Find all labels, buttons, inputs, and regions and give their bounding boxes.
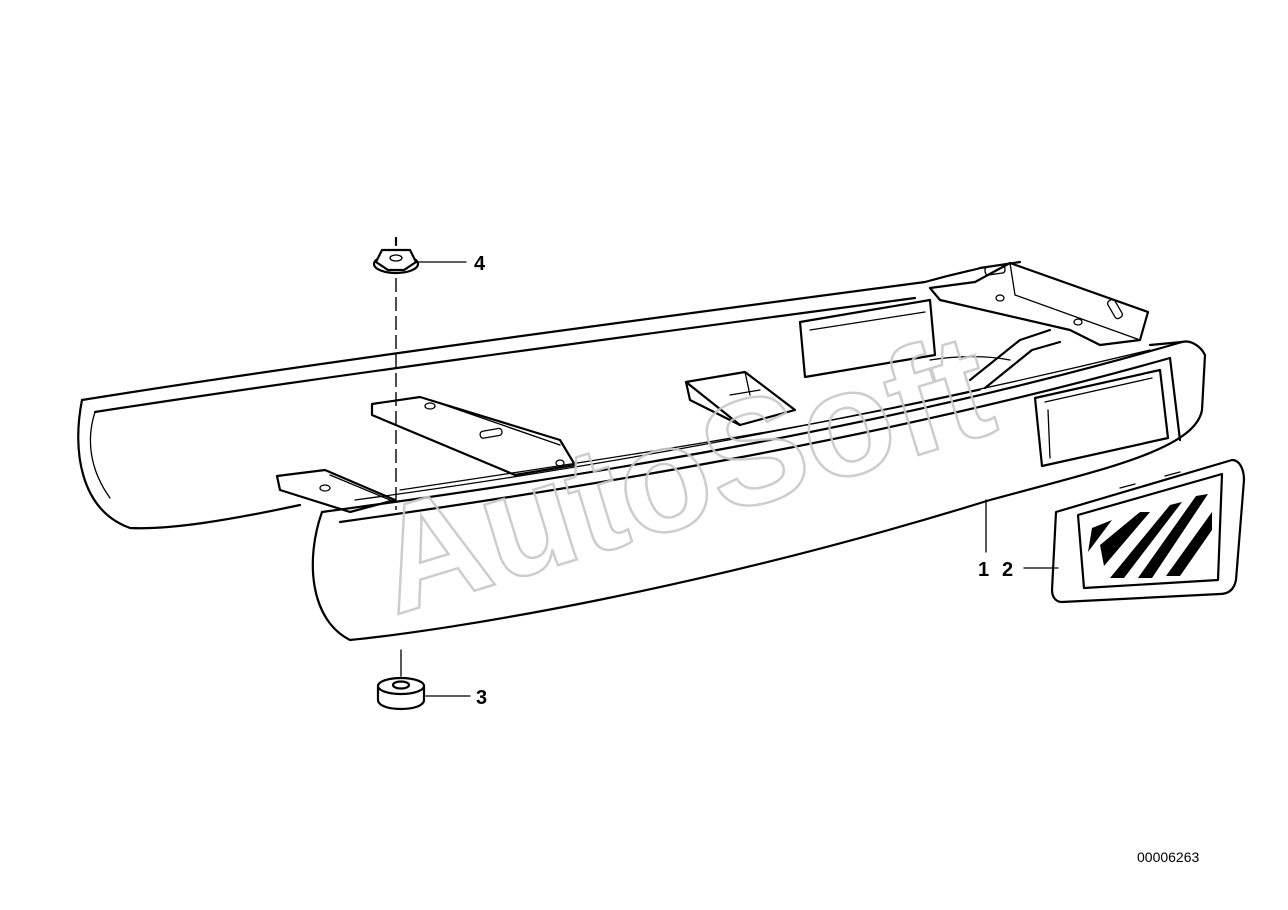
console-tray — [77, 260, 1207, 642]
front-mounting-tab — [275, 468, 397, 514]
hex-nut — [372, 236, 420, 275]
callout-2: 2 — [1002, 559, 1013, 581]
vent-louvers — [1088, 494, 1212, 578]
watermark: AutoSoft — [355, 300, 1010, 646]
left-mounting-bracket — [370, 395, 577, 477]
rubber-bushing — [376, 676, 426, 710]
rear-mounting-bracket — [928, 261, 1150, 347]
callout-3: 3 — [476, 687, 487, 709]
callout-1: 1 — [978, 559, 989, 581]
callout-4: 4 — [474, 253, 486, 275]
air-vent-grille — [1050, 458, 1246, 604]
diagram-number: 00006263 — [1137, 849, 1200, 865]
